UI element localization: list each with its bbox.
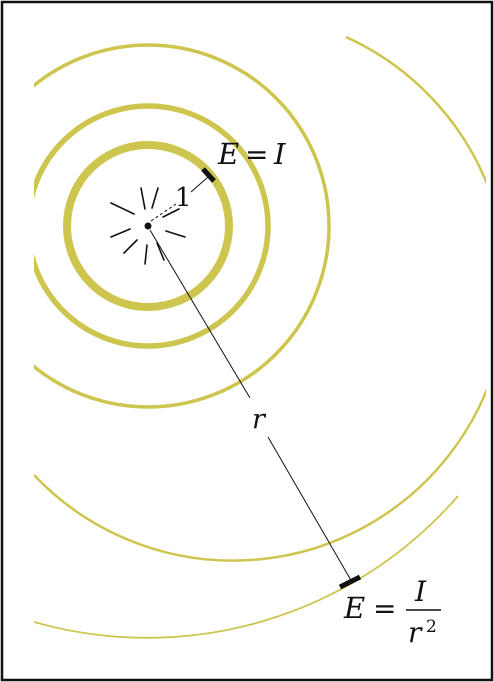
wavefront-ring-2	[34, 103, 271, 349]
unit-radius-line-end	[190, 176, 209, 193]
near-equation-lhs: E	[217, 137, 239, 171]
near-equation-rhs: I	[273, 137, 286, 171]
wavefront-ring-5	[34, 495, 459, 639]
far-equation-exponent: 2	[426, 617, 437, 637]
wavefront-group	[34, 35, 486, 639]
far-equation-denominator: r	[408, 616, 423, 649]
wavefront-ring-1	[63, 141, 233, 311]
far-area-marker	[338, 574, 362, 590]
point-source	[144, 222, 152, 230]
near-area-marker	[201, 167, 216, 183]
wavefront-ring-3	[34, 43, 331, 409]
far-equation-lhs: E	[343, 591, 365, 625]
source-rays	[110, 187, 186, 265]
wavefront-ring-4	[34, 35, 486, 562]
far-equation-numerator: I	[414, 575, 427, 608]
unit-distance-label: 1	[175, 183, 192, 213]
distance-line-lower	[267, 436, 353, 583]
radius-label: r	[252, 404, 267, 435]
distance-line-upper	[149, 229, 251, 399]
near-equation-equals: =	[245, 138, 268, 171]
far-equation-equals: =	[373, 592, 396, 625]
